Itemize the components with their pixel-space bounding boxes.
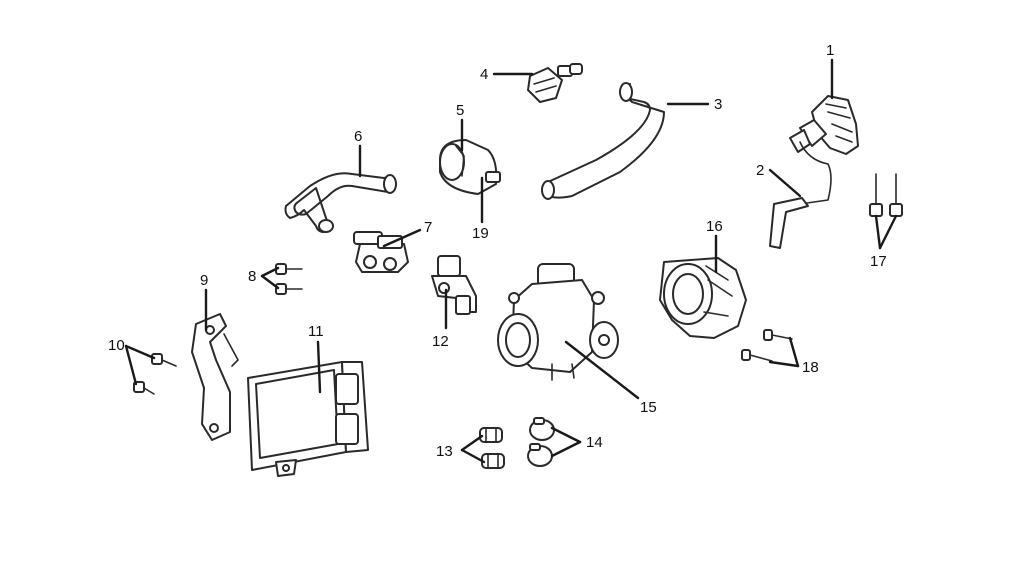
callout-14: 14 — [586, 434, 603, 451]
leader-17 — [874, 214, 898, 250]
callout-15: 15 — [640, 399, 657, 416]
part-8-screws — [275, 263, 303, 295]
leader-14 — [550, 426, 582, 458]
part-9-ecu-bracket — [191, 313, 239, 441]
callout-11: 11 — [308, 323, 324, 340]
leader-8 — [260, 266, 280, 290]
callout-13: 13 — [436, 443, 453, 460]
part-15-throttle-body — [497, 263, 619, 381]
leader-18 — [768, 336, 800, 368]
callout-10: 10 — [108, 337, 125, 354]
leader-2 — [768, 168, 802, 198]
leader-13 — [460, 434, 486, 464]
callout-16: 16 — [706, 218, 723, 235]
callout-4: 4 — [480, 66, 488, 83]
part-2-wire-lead — [769, 141, 832, 249]
callout-18: 18 — [802, 359, 819, 376]
callout-8: 8 — [248, 268, 256, 285]
callout-2: 2 — [756, 162, 764, 179]
part-1-sensor-connector — [789, 95, 859, 155]
part-3-air-hose — [541, 82, 665, 200]
leader-10 — [124, 344, 156, 386]
callout-12: 12 — [432, 333, 449, 350]
part-10-bolts — [133, 353, 177, 395]
callout-17: 17 — [870, 253, 887, 270]
leader-11 — [316, 340, 322, 394]
part-11-ecu-module — [247, 361, 369, 477]
callout-9: 9 — [200, 272, 208, 289]
part-16-intake-boot — [659, 257, 747, 339]
callout-3: 3 — [714, 96, 722, 113]
part-5-fuel-filter — [439, 139, 501, 195]
callout-1: 1 — [826, 42, 834, 59]
part-17-bolts — [869, 173, 903, 217]
callout-5: 5 — [456, 102, 464, 119]
part-18-bolts — [741, 329, 793, 362]
callout-7: 7 — [424, 219, 432, 236]
leader-7 — [382, 228, 422, 248]
part-14-clamps — [527, 417, 555, 467]
leader-15 — [564, 340, 640, 400]
part-12-injector — [431, 255, 477, 315]
part-6-fuel-hose — [284, 172, 397, 233]
part-4-hose-fitting — [527, 63, 583, 103]
callout-19: 19 — [472, 225, 489, 242]
callout-6: 6 — [354, 128, 362, 145]
